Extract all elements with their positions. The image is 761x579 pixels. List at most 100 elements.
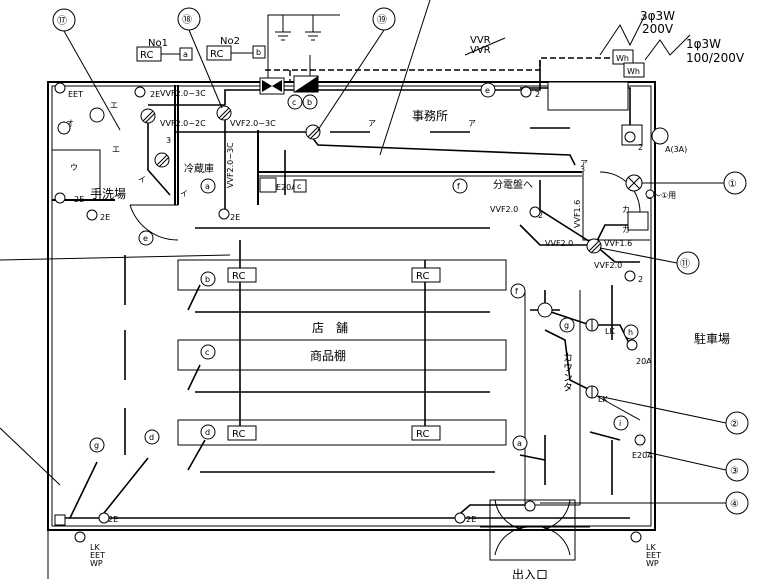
svg-text:b: b [256,48,261,57]
svg-text:i: i [619,419,621,428]
svg-text:VVF2.0: VVF2.0 [545,239,573,248]
supply2-power: 1φ3W [686,37,721,51]
svg-text:VVF2.0: VVF2.0 [490,205,518,214]
room-labels: 事務所 冷蔵庫 手洗場 店 舗 商品棚 駐車場 出入口 分電盤へ [90,109,730,579]
svg-text:E20A: E20A [276,183,297,192]
svg-text:VVF1.6: VVF1.6 [604,239,632,248]
watt-hour-meter-2 [623,62,645,78]
svg-text:RC: RC [210,49,223,60]
svg-text:2E: 2E [74,195,84,204]
svg-text:VVR: VVR [470,35,491,46]
watt-hour-meter-1 [612,49,634,65]
svg-text:c: c [292,98,296,107]
svg-text:2E: 2E [150,90,160,99]
svg-text:WP: WP [646,559,659,568]
svg-text:3: 3 [166,136,171,145]
panel-label: 分電盤へ [493,178,533,191]
svg-text:VVF2.0: VVF2.0 [594,261,622,270]
svg-text:⑱: ⑱ [182,14,192,26]
svg-text:④: ④ [730,499,739,510]
svg-text:カ: カ [622,225,630,234]
svg-text:LK: LK [646,543,656,552]
svg-text:d: d [205,428,210,437]
svg-text:3: 3 [580,165,585,174]
svg-text:a: a [517,439,522,448]
svg-text:No2: No2 [220,36,240,47]
svg-text:f: f [457,182,460,191]
svg-text:LK: LK [90,543,100,552]
svg-text:g: g [94,441,99,450]
cable-labels: VVF2.0−3C VVF2.0−2C VVF2.0−3C VVF2.0−3C … [68,89,687,568]
svg-text:2: 2 [535,90,540,99]
room-office: 事務所 [412,109,448,123]
counter-label: カウンタ [561,352,573,392]
svg-text:RC: RC [416,271,429,282]
svg-text:b: b [307,98,312,107]
svg-text:2E: 2E [100,213,110,222]
svg-text:2E: 2E [108,515,118,524]
svg-text:EET: EET [68,90,83,99]
svg-text:⑲: ⑲ [377,14,387,26]
svg-text:⑪: ⑪ [680,258,690,270]
svg-text:a: a [183,50,188,59]
svg-text:ア: ア [368,119,376,128]
room-parking: 駐車場 [694,331,730,346]
svg-text:Wh: Wh [616,54,629,63]
svg-text:No1: No1 [148,38,168,49]
svg-text:EET: EET [90,551,105,560]
svg-text:2: 2 [638,275,643,284]
svg-text:VVF2.0−3C: VVF2.0−3C [160,89,206,98]
svg-text:◎～①用: ◎～①用 [646,191,676,200]
room-store: 店 舗 [312,321,348,335]
store-fixtures [124,127,613,506]
svg-text:e: e [485,86,490,95]
svg-text:20A: 20A [636,357,652,366]
svg-text:h: h [628,328,633,337]
room-entrance: 出入口 [512,568,548,579]
svg-text:イ: イ [180,189,188,198]
supply2-volt: 100/200V [686,51,745,65]
svg-text:RC: RC [140,50,153,61]
svg-text:③: ③ [730,466,739,477]
svg-text:ア: ア [580,159,588,168]
svg-text:エ: エ [112,145,120,154]
supply1-power: 3φ3W [640,9,675,23]
svg-text:2: 2 [538,211,543,220]
svg-text:d: d [149,433,154,442]
callouts: ⑰ ⑱ ⑲ ① ⑪ ② ③ ④ [0,0,749,515]
svg-text:Wh: Wh [627,67,640,76]
svg-text:VVF2.0−3C: VVF2.0−3C [226,142,235,188]
svg-text:g: g [564,321,569,330]
svg-text:VVF2.0−2C: VVF2.0−2C [160,119,206,128]
rc-units: No1 RC a No2 RC b RC RC RC RC [136,36,441,441]
svg-text:VVF2.0−3C: VVF2.0−3C [230,119,276,128]
svg-text:A(3A): A(3A) [665,145,687,154]
svg-text:b: b [205,275,210,284]
room-shelf: 商品棚 [310,348,346,363]
svg-text:RC: RC [232,429,245,440]
svg-text:LK: LK [598,395,608,404]
svg-text:2E: 2E [230,213,240,222]
svg-text:①: ① [728,179,737,190]
svg-text:WP: WP [90,559,103,568]
svg-text:f: f [515,287,518,296]
svg-text:c: c [205,348,209,357]
svg-text:e: e [143,234,148,243]
svg-text:VVR: VVR [470,45,491,56]
svg-text:カ: カ [622,205,630,214]
svg-text:a: a [205,182,210,191]
svg-text:ア: ア [468,119,476,128]
room-cold-storage: 冷蔵庫 [184,162,214,175]
svg-text:EET: EET [646,551,661,560]
svg-text:②: ② [730,419,739,430]
svg-text:ウ: ウ [70,163,78,172]
svg-text:2: 2 [638,143,643,152]
svg-text:エ: エ [110,101,118,110]
svg-text:オ: オ [66,119,74,128]
svg-text:c: c [297,182,301,191]
svg-text:LK: LK [605,327,615,336]
svg-text:RC: RC [416,429,429,440]
svg-text:カウンタ: カウンタ [561,352,573,392]
svg-text:VVF1.6: VVF1.6 [573,200,582,228]
